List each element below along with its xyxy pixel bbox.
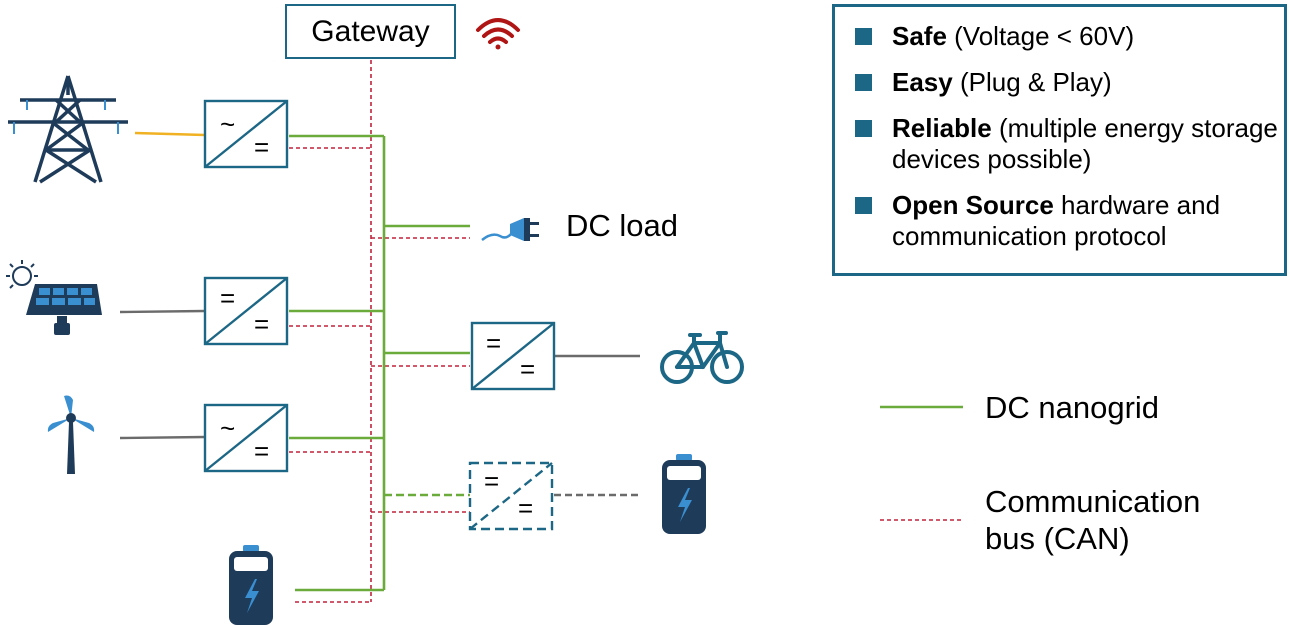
feature-detail: (multiple energy storage devices possibl… xyxy=(892,113,1278,174)
feature-detail: (Plug & Play) xyxy=(952,67,1112,97)
converter-input-symbol: ~ xyxy=(220,109,235,139)
converter-battery-dashed: = = xyxy=(468,461,554,531)
feature-title: Reliable xyxy=(892,113,992,143)
converter-input-symbol: = xyxy=(484,466,499,496)
feature-title: Open Source xyxy=(892,190,1054,220)
can-bus xyxy=(289,60,470,603)
plug-icon xyxy=(481,218,539,241)
converter-wind: ~ = xyxy=(203,403,289,473)
solar-input-line xyxy=(119,309,206,314)
dc-load-label: DC load xyxy=(566,208,678,243)
converter-ebike: = = xyxy=(470,321,556,391)
bicycle-icon xyxy=(660,331,744,384)
converter-output-symbol: = xyxy=(254,436,269,466)
battery-icon xyxy=(662,454,706,534)
feature-item: Open Source hardware and communication p… xyxy=(855,190,1284,252)
legend-can-label: Communication bus (CAN) xyxy=(985,484,1201,556)
feature-detail: hardware and communication protocol xyxy=(892,190,1221,251)
transmission-tower-icon xyxy=(8,75,128,184)
grid-input-line xyxy=(134,131,206,137)
legend-nanogrid-label: DC nanogrid xyxy=(985,390,1160,425)
wind-input-line xyxy=(119,435,206,440)
wind-turbine-icon xyxy=(47,395,95,474)
feature-item: Easy (Plug & Play) xyxy=(855,67,1284,98)
converter-output-symbol: = xyxy=(254,132,269,162)
converter-solar: = = xyxy=(203,276,289,346)
bullet-square xyxy=(855,28,872,45)
converter-input-symbol: = xyxy=(220,283,235,313)
converter-input-symbol: = xyxy=(486,328,501,358)
gateway-label: Gateway xyxy=(311,14,430,48)
solar-panel-icon xyxy=(6,260,102,335)
bullet-square xyxy=(855,197,872,214)
feature-item: Reliable (multiple energy storage device… xyxy=(855,113,1284,175)
wifi-icon xyxy=(476,18,520,50)
feature-item: Safe (Voltage < 60V) xyxy=(855,21,1284,52)
bullet-square xyxy=(855,120,872,137)
gateway-box: Gateway xyxy=(285,4,456,59)
converter-input-symbol: ~ xyxy=(220,413,235,443)
tower-insulators xyxy=(13,100,119,134)
converter-output-symbol: = xyxy=(518,493,533,523)
battery-icon xyxy=(229,545,273,625)
feature-title: Safe xyxy=(892,21,947,51)
converter-output-symbol: = xyxy=(254,309,269,339)
converter-grid: ~ = xyxy=(203,99,289,169)
converter-output-symbol: = xyxy=(520,354,535,384)
feature-detail: (Voltage < 60V) xyxy=(946,21,1135,51)
features-box: Safe (Voltage < 60V) Easy (Plug & Play) … xyxy=(832,4,1287,276)
bullet-square xyxy=(855,74,872,91)
dc-nanogrid-bus xyxy=(289,134,470,592)
feature-title: Easy xyxy=(892,67,953,97)
